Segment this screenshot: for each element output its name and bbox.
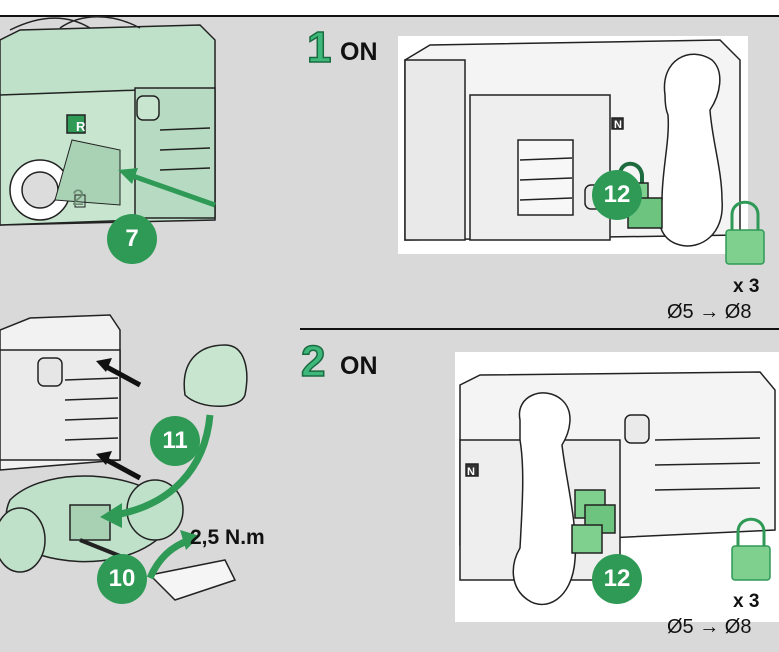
padlock-icon — [725, 200, 765, 265]
arrow-handle-install-head — [100, 503, 122, 528]
arrow-handle-install — [114, 414, 214, 519]
rating-n-mark-step2: N — [467, 466, 475, 478]
step-number: 1 — [306, 23, 332, 72]
black-arrow-top-head — [96, 358, 112, 372]
top-margin — [0, 0, 779, 16]
black-arrow-bottom — [101, 455, 142, 481]
torque-label: 2,5 N.m — [190, 526, 265, 549]
step-badge-7: 7 — [107, 214, 157, 264]
arrow-screw-head — [180, 530, 200, 550]
rating-n-mark-step1: N — [614, 119, 622, 131]
padlock-icon — [731, 517, 771, 581]
arrow-into-device — [129, 172, 216, 208]
shackle-diameter: Ø5 → Ø8 — [667, 616, 752, 638]
step-number: 2 — [300, 337, 326, 386]
arrow-head — [118, 168, 138, 184]
black-arrow-bottom-head — [96, 451, 112, 465]
step-badge-12: 12 — [592, 554, 642, 604]
step-on-label: ON — [340, 38, 378, 66]
shackle-diameter: Ø5 → Ø8 — [667, 301, 752, 323]
step-on-label: ON — [340, 352, 378, 380]
device-top-left — [0, 16, 216, 226]
padlock-count: x 3 — [733, 276, 760, 297]
device-step2 — [459, 371, 776, 606]
padlock-count: x 3 — [733, 591, 760, 612]
device-bottom-left — [0, 314, 248, 601]
black-arrow-top — [101, 362, 142, 388]
device-step1 — [404, 39, 741, 247]
step-badge-12: 12 — [592, 170, 642, 220]
step-badge-11: 11 — [150, 416, 200, 466]
step-badge-10: 10 — [97, 554, 147, 604]
knob-number-mark: 2 — [72, 185, 84, 210]
rating-r-mark: R — [76, 119, 86, 134]
